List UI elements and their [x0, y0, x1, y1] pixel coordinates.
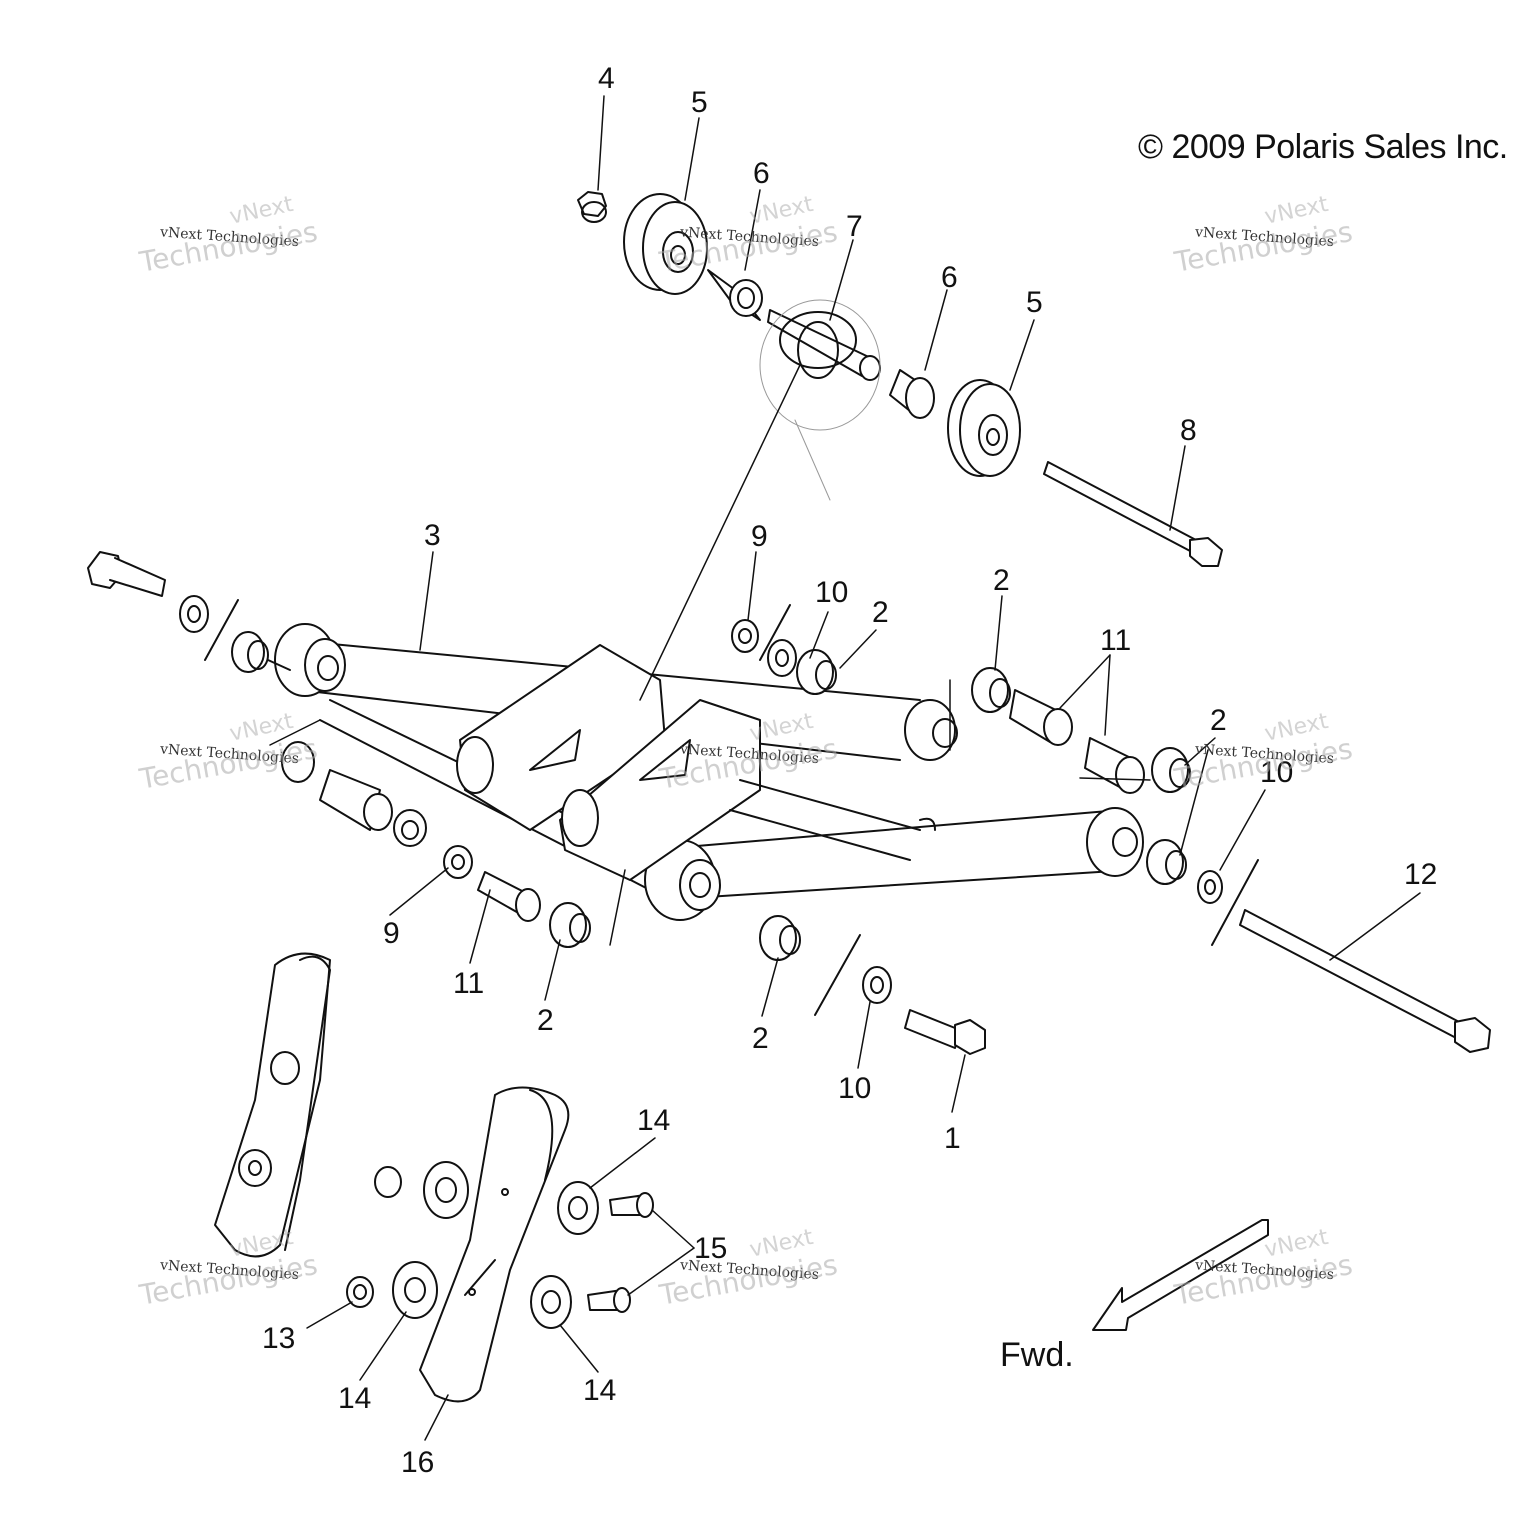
nut-part-13 [346, 1166, 402, 1308]
callout-14-c: 14 [583, 1374, 616, 1407]
idler-wheel-part-5-right [947, 379, 1021, 477]
nut-part-9-right [731, 619, 759, 653]
idler-wheel-part-5-left [623, 193, 708, 295]
swing-arm-part-3 [274, 623, 1144, 921]
bolt-part-12 [1239, 909, 1491, 1053]
callout-16: 16 [401, 1446, 434, 1479]
callout-10-a: 10 [815, 576, 848, 609]
link-arm-part-16 [419, 1086, 570, 1403]
washer-part-10-lower [862, 966, 892, 1004]
callout-1: 1 [944, 1122, 961, 1155]
callout-6-a: 6 [753, 157, 770, 190]
callout-3: 3 [424, 519, 441, 552]
bushing-left-upper [231, 631, 269, 673]
forward-arrow-icon [1092, 1219, 1269, 1331]
bushing-part-2-lower [759, 915, 801, 961]
bolt-part-1 [904, 1009, 986, 1055]
sleeve-part-11-left [477, 871, 541, 922]
callout-9-b: 9 [383, 917, 400, 950]
bushing-part-2-upper-right [971, 667, 1011, 713]
bolt-top-left [87, 551, 166, 597]
sleeve-part-11-right [1009, 689, 1145, 794]
washer-part-14 [392, 1161, 599, 1329]
washer-top-left [179, 595, 209, 633]
callout-11-a: 11 [1100, 624, 1131, 657]
callout-2-b: 2 [872, 596, 889, 629]
callout-10-c: 10 [838, 1072, 871, 1105]
callout-10-b: 10 [1260, 756, 1293, 789]
callout-12: 12 [1404, 858, 1437, 891]
callout-13: 13 [262, 1322, 295, 1355]
washer-part-10-right [1197, 870, 1223, 904]
callout-5-b: 5 [1026, 286, 1043, 319]
callout-4: 4 [598, 62, 615, 95]
nut-part-4 [577, 191, 607, 223]
bushing-part-2-center [549, 902, 591, 948]
spacer-part-6-left [707, 269, 763, 321]
callout-2-e: 2 [752, 1022, 769, 1055]
pin-part-15 [587, 1192, 654, 1313]
copyright-notice: © 2009 Polaris Sales Inc. [1138, 128, 1508, 166]
bushing-part-2-upper-mid [796, 649, 837, 695]
callout-7: 7 [846, 210, 863, 243]
callout-5-a: 5 [691, 86, 708, 119]
bushing-left-lower [281, 741, 427, 847]
callout-8: 8 [1180, 414, 1197, 447]
bolt-part-8 [1043, 461, 1223, 567]
detail-circle [759, 299, 881, 501]
callout-15: 15 [694, 1232, 727, 1265]
callout-2-a: 2 [993, 564, 1010, 597]
leader-lines [269, 95, 1421, 1441]
bushing-part-2-right [1146, 747, 1191, 885]
nut-part-9-left [443, 845, 473, 879]
link-arm-left [214, 952, 331, 1258]
callout-9-a: 9 [751, 520, 768, 553]
forward-direction-label: Fwd. [1000, 1336, 1074, 1374]
callout-2-c: 2 [1210, 704, 1227, 737]
callout-14-b: 14 [338, 1382, 371, 1415]
spacer-part-6-right [889, 369, 935, 419]
callout-11-b: 11 [453, 967, 484, 1000]
washer-part-10-upper [767, 639, 797, 677]
callout-2-d: 2 [537, 1004, 554, 1037]
callout-14-a: 14 [637, 1104, 670, 1137]
callout-6-b: 6 [941, 261, 958, 294]
